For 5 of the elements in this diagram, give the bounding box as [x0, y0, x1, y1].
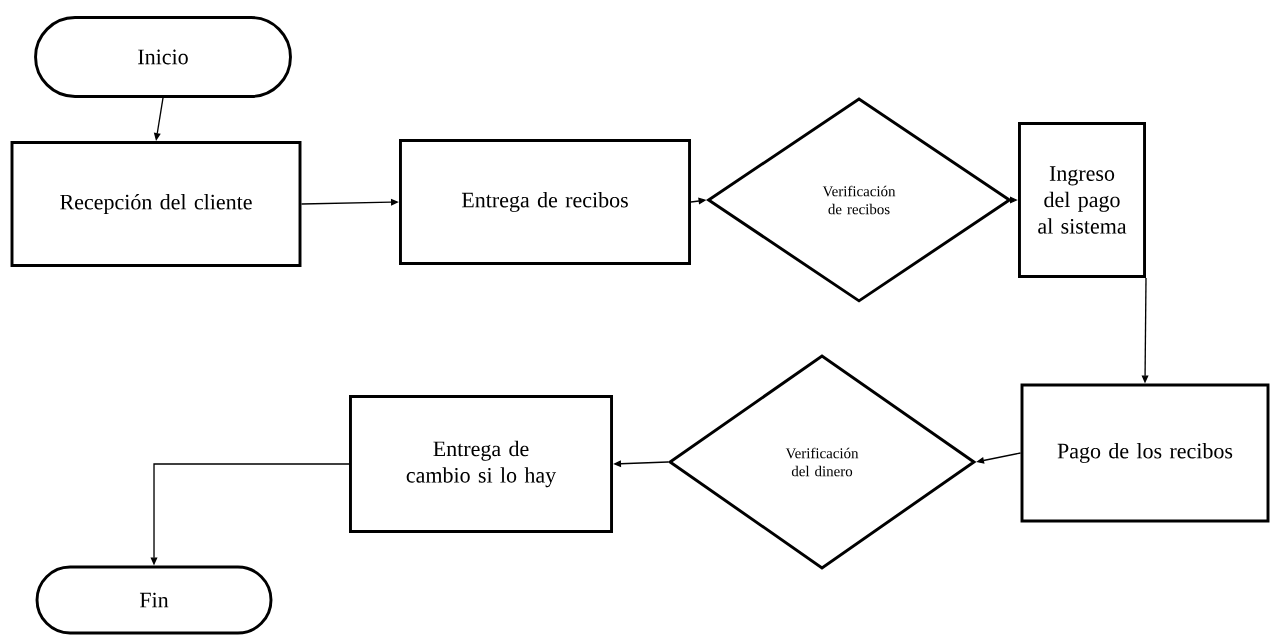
process-box: Recepción del cliente [10, 141, 302, 267]
process-box: Entrega de cambio si lo hay [349, 395, 613, 533]
process-box: Ingreso del pago al sistema [1018, 122, 1146, 278]
process-box: Entrega de recibos [399, 139, 691, 265]
process-box: Pago de los recibos [1020, 383, 1270, 523]
